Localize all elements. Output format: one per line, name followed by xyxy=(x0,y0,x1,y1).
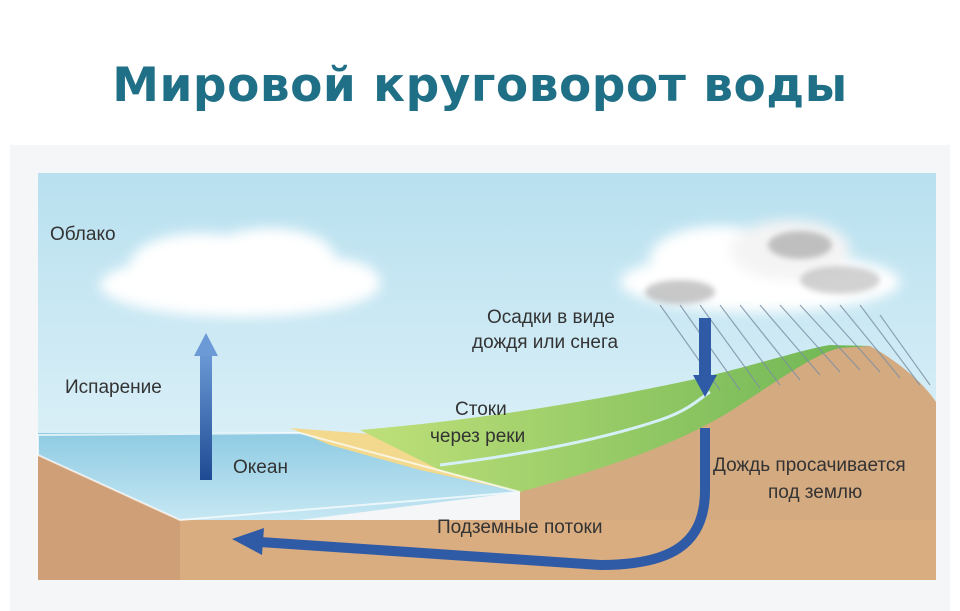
page-title: Мировой круговорот воды xyxy=(112,58,848,113)
soil-slab-front xyxy=(180,520,936,580)
label-precipitation-line2: дождя или снега xyxy=(472,332,618,353)
label-groundwater: Подземные потоки xyxy=(437,517,602,538)
label-cloud: Облако xyxy=(50,224,116,245)
precipitation-arrow xyxy=(693,318,717,397)
river xyxy=(439,390,711,467)
label-infiltration-line2: под землю xyxy=(768,482,862,503)
groundwater-arrow xyxy=(232,428,710,571)
cloud-left xyxy=(100,228,380,317)
ocean-surface xyxy=(38,433,520,520)
cloud-right-shadow xyxy=(645,231,880,304)
label-infiltration-line1: Дождь просачивается xyxy=(713,455,906,476)
label-runoff-line1: Стоки xyxy=(455,399,507,420)
soil-slab-side xyxy=(38,455,180,580)
evaporation-arrow xyxy=(194,333,218,480)
label-runoff-line2: через реки xyxy=(430,426,525,447)
ocean-edge xyxy=(37,431,521,522)
grass-hill xyxy=(360,345,870,492)
label-precipitation-line1: Осадки в виде xyxy=(487,307,615,328)
label-evaporation: Испарение xyxy=(65,377,162,398)
label-ocean: Океан xyxy=(233,457,288,478)
